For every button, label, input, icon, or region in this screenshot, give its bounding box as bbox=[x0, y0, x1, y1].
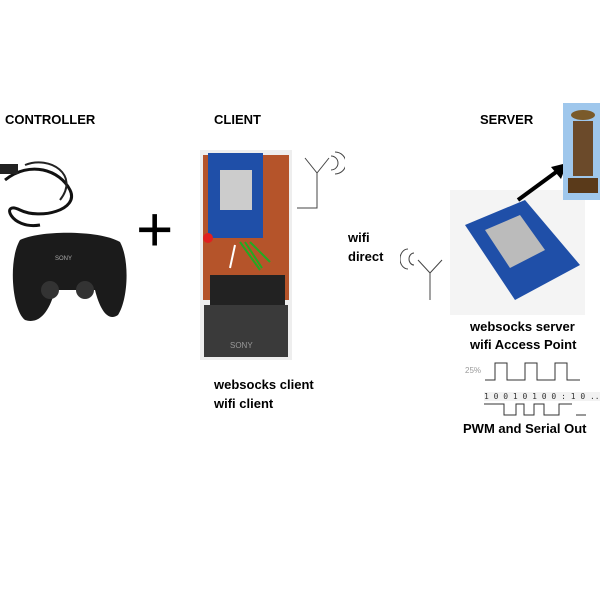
server-desc-line2: wifi Access Point bbox=[470, 337, 577, 352]
serial-bits: 1 0 0 1 0 1 0 0 : 1 0 ... bbox=[484, 392, 600, 401]
server-desc-line1: websocks server bbox=[470, 319, 575, 334]
server-antenna-icon bbox=[400, 248, 443, 300]
output-label: PWM and Serial Out bbox=[463, 421, 587, 436]
client-desc-line1: websocks client bbox=[214, 377, 314, 392]
pwm-waveform bbox=[485, 362, 580, 381]
wifi-label: wifi bbox=[348, 230, 370, 245]
serial-waveform bbox=[484, 403, 586, 416]
client-board-image: SONY bbox=[200, 150, 292, 360]
ps2-controller-image: SONY bbox=[0, 161, 127, 321]
client-desc-line2: wifi client bbox=[214, 396, 274, 411]
plus-sign: + bbox=[136, 193, 174, 265]
pwm-duty-label: 25% bbox=[465, 366, 482, 375]
arrow-icon bbox=[516, 163, 567, 202]
client-antenna-icon bbox=[297, 151, 345, 209]
controller-brand: SONY bbox=[55, 256, 72, 262]
client-heading: CLIENT bbox=[214, 112, 261, 127]
server-board-image bbox=[450, 190, 585, 315]
server-heading: SERVER bbox=[480, 112, 534, 127]
client-brand: SONY bbox=[230, 341, 253, 350]
controller-heading: CONTROLLER bbox=[5, 112, 96, 127]
robot-image bbox=[563, 103, 600, 200]
direct-label: direct bbox=[348, 249, 384, 264]
